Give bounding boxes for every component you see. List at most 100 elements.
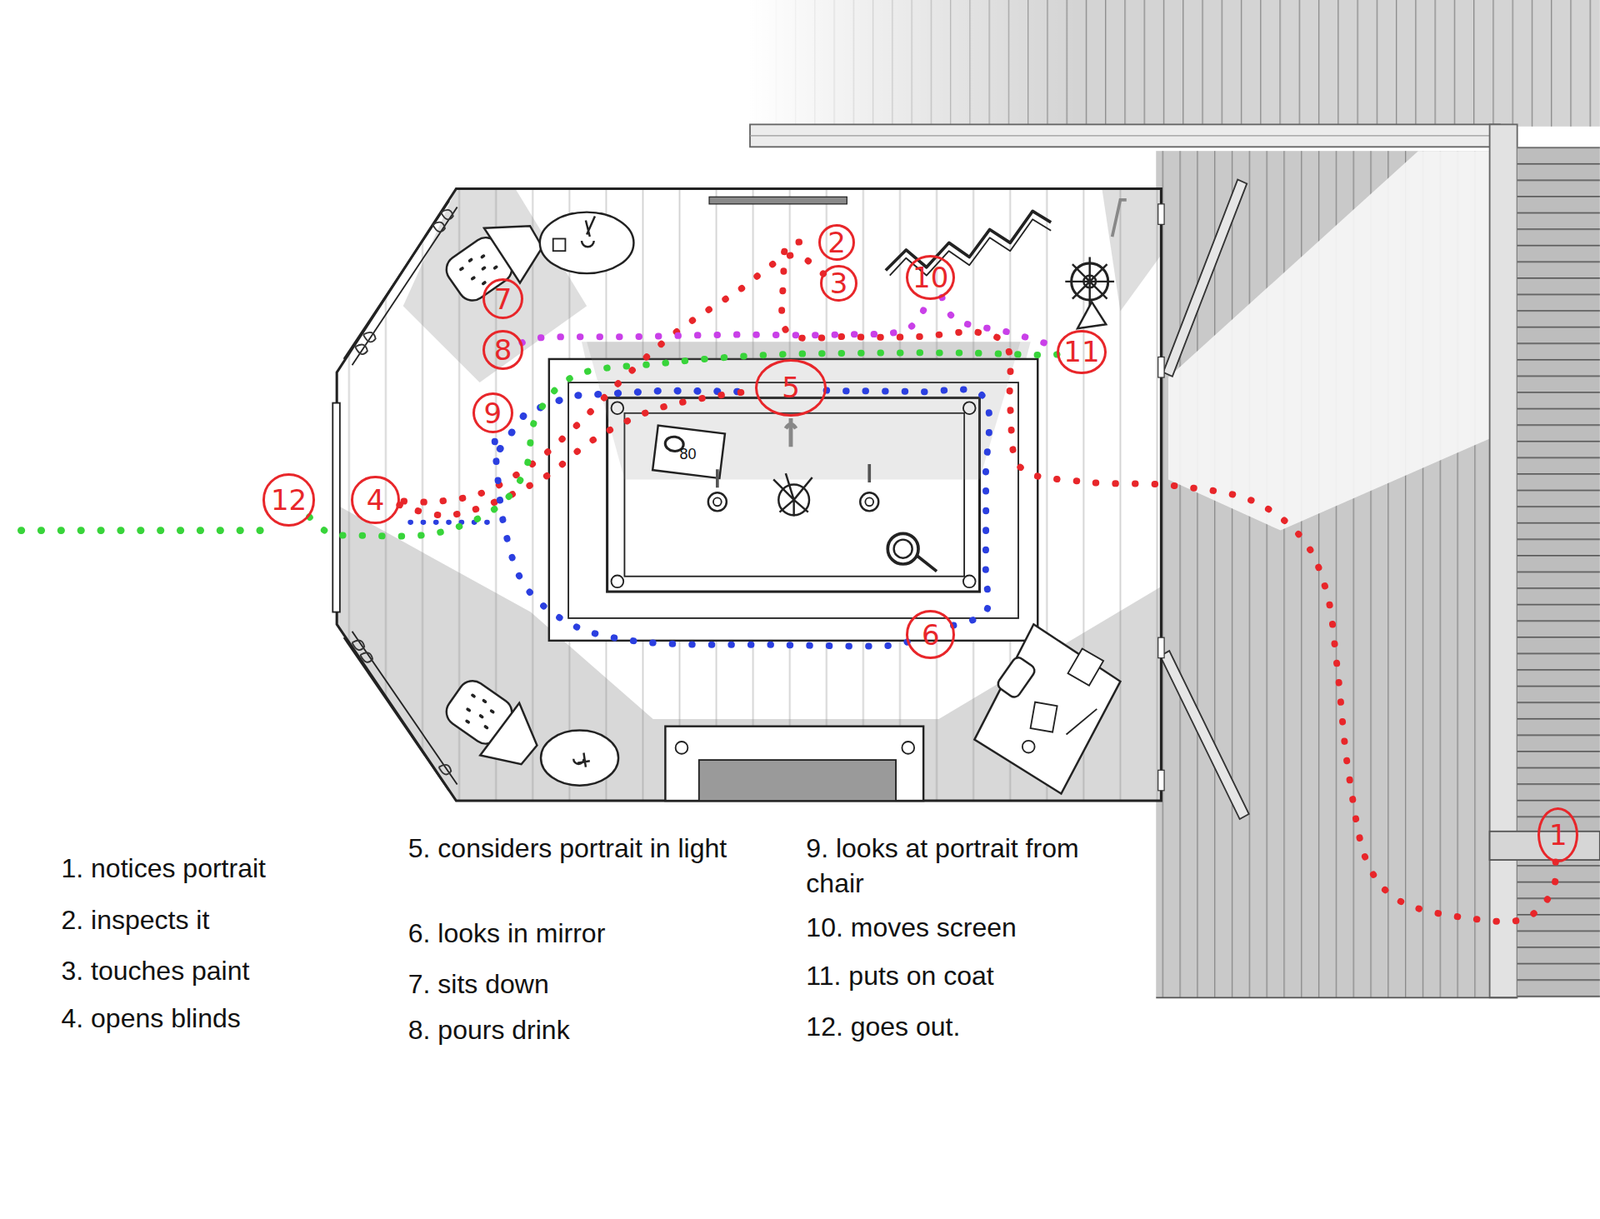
coat — [1077, 301, 1106, 329]
callout-number: 12 — [270, 485, 307, 515]
fireplace-knob — [901, 741, 915, 755]
fireplace — [665, 726, 924, 801]
callout-number: 5 — [781, 373, 800, 402]
desk-chair — [995, 655, 1037, 700]
callout-circle: 5 — [755, 359, 827, 417]
plate-rim — [713, 497, 722, 506]
skillet — [887, 533, 919, 565]
step-note: 9. looks at portrait from chair — [805, 831, 1140, 901]
window-hinge — [1158, 770, 1165, 790]
callout-circle: 2 — [818, 224, 855, 261]
step-note: 6. looks in mirror — [408, 916, 742, 952]
callout-number: 7 — [494, 285, 513, 314]
chair-pattern — [458, 693, 499, 733]
bay-window — [352, 207, 458, 366]
callout-circle: 9 — [472, 392, 514, 434]
hearth — [699, 760, 896, 801]
porch-edge — [1155, 996, 1517, 999]
movement-path — [522, 300, 927, 344]
movement-path — [309, 352, 1057, 536]
room-shading — [336, 188, 1161, 801]
gutter — [750, 124, 1500, 147]
paper — [1068, 648, 1105, 685]
movement-path — [941, 297, 1058, 347]
step-note: 1. notices portrait — [60, 851, 398, 887]
side-table — [540, 212, 635, 274]
bay-window — [352, 631, 458, 785]
blind-cord — [355, 210, 454, 355]
window-hinge — [1158, 204, 1165, 225]
pen — [1066, 709, 1098, 735]
step-note: 10. moves screen — [805, 910, 1140, 946]
step-note: 11. puts on coat — [805, 959, 1140, 995]
light-cone — [581, 341, 1031, 480]
fireplace-knob — [675, 741, 689, 755]
movement-path — [400, 255, 824, 503]
movement-path — [399, 391, 755, 516]
callout-number: 1 — [1549, 820, 1568, 850]
plate-rim — [865, 497, 874, 506]
armchair — [435, 670, 551, 779]
callout-number: 2 — [827, 228, 846, 257]
callout-circle: 12 — [262, 473, 316, 527]
callout-circle: 10 — [905, 255, 955, 300]
floor-planks — [336, 188, 1161, 801]
glass — [581, 216, 595, 248]
callout-number: 3 — [830, 269, 849, 298]
table-corner — [611, 575, 625, 588]
desk — [974, 624, 1120, 794]
step-note: 3. touches paint — [60, 954, 398, 990]
decanter — [553, 238, 566, 251]
skillet-pan — [894, 540, 913, 559]
shutter — [1160, 650, 1250, 820]
step-note: 12. goes out. — [805, 1010, 1140, 1045]
plate — [708, 492, 727, 511]
shutter — [1163, 179, 1247, 376]
callout-circle: 4 — [350, 475, 400, 525]
porch — [1155, 150, 1490, 998]
exit-path — [5, 526, 260, 535]
portrait — [652, 425, 725, 479]
side-table — [540, 730, 619, 786]
porch-boards — [1155, 150, 1490, 998]
callout-number: 8 — [494, 335, 513, 365]
siding-lines — [1517, 146, 1600, 998]
callout-number: 9 — [484, 399, 503, 428]
movement-path — [826, 389, 990, 625]
step-note: 2. inspects it — [60, 903, 398, 939]
callout-number: 6 — [921, 620, 940, 650]
callout-circle: 3 — [820, 265, 857, 302]
movement-path — [494, 433, 907, 646]
chair-back — [480, 701, 551, 779]
step-note: 7. sits down — [408, 967, 742, 1003]
callout-number: 4 — [366, 485, 385, 515]
post — [1490, 124, 1518, 998]
step-note: 5. considers portrait in light — [408, 831, 742, 867]
centre-candle — [785, 418, 796, 447]
callout-number: 11 — [1063, 337, 1100, 366]
desk-chair-seat — [995, 655, 1037, 700]
callout-circle: 6 — [905, 610, 955, 660]
window — [332, 403, 340, 613]
armchair — [437, 205, 554, 315]
step-note: 4. opens blinds — [60, 1001, 398, 1037]
gutter-line — [750, 135, 1490, 136]
table-corner — [963, 575, 976, 588]
flowers — [773, 473, 813, 516]
light-cone — [586, 341, 1020, 480]
step — [1490, 831, 1600, 860]
blind-cord — [352, 640, 452, 775]
skillet-handle — [917, 555, 937, 571]
inkwell — [1022, 740, 1035, 754]
table-corner — [611, 401, 625, 415]
siding — [1517, 146, 1600, 998]
glass — [573, 753, 590, 768]
portrait-frame — [652, 425, 725, 479]
window-hinge — [1158, 356, 1165, 377]
room-floor — [336, 188, 1161, 801]
table-corner — [963, 401, 976, 415]
